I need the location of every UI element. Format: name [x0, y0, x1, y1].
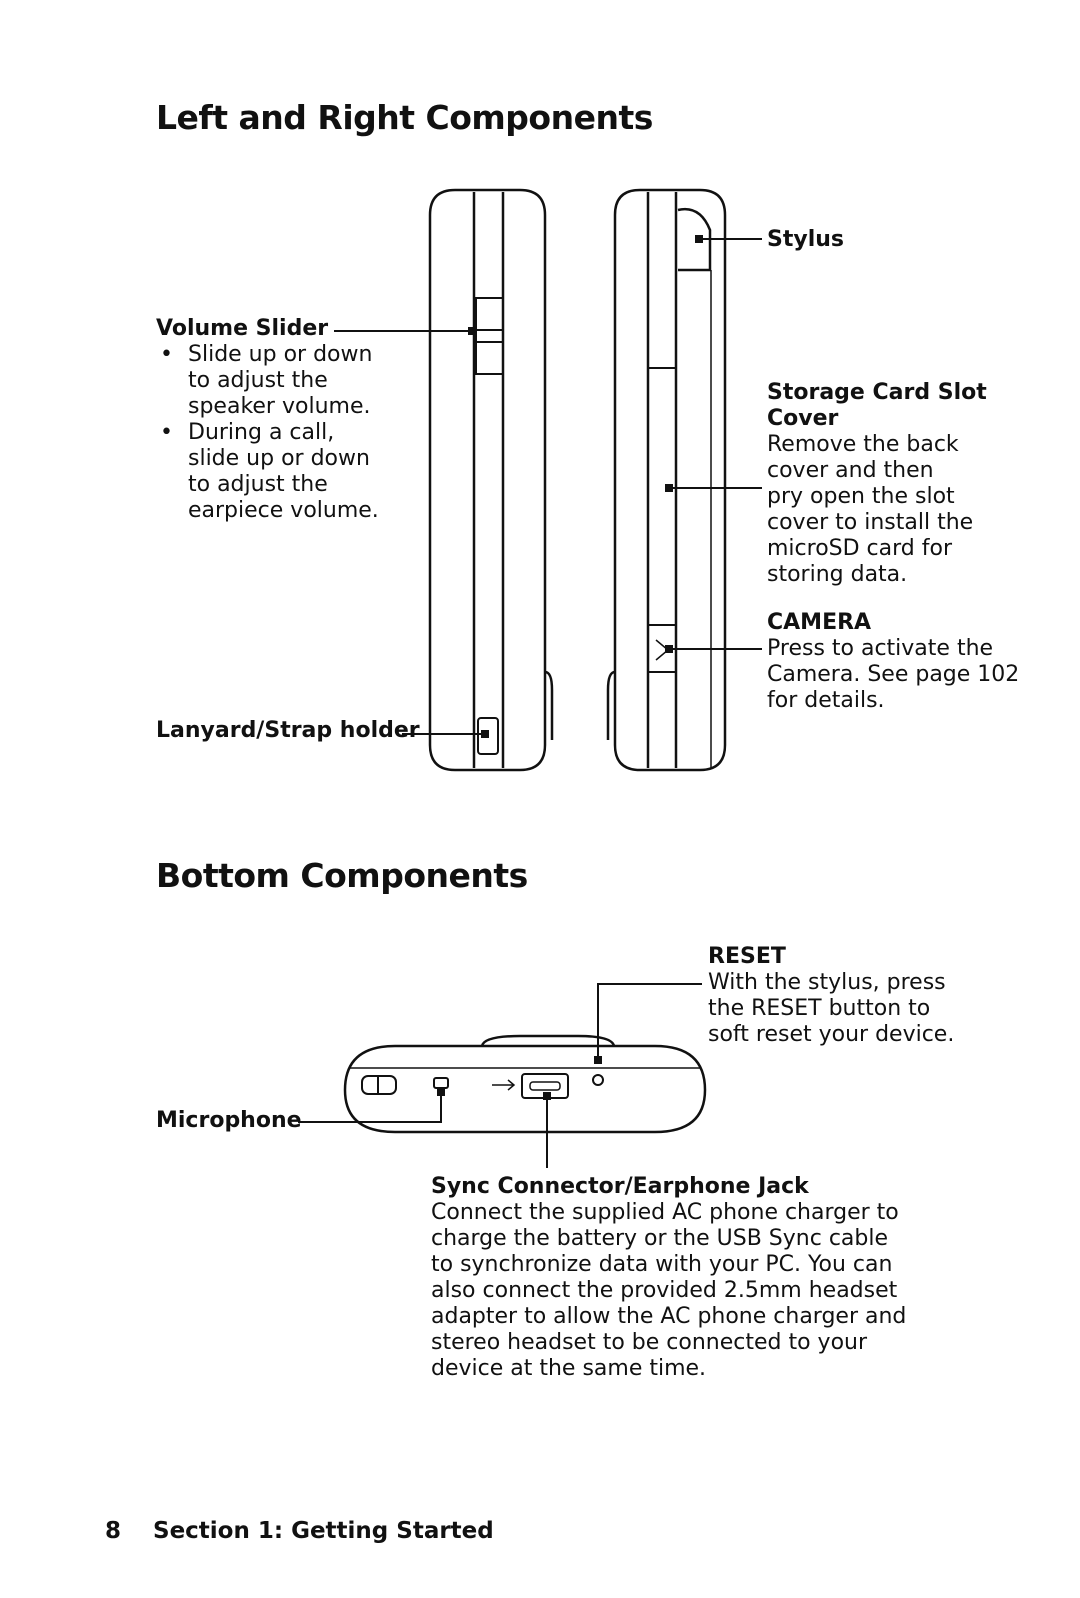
camera-text-line: Press to activate the — [767, 636, 994, 661]
volume-slider-callout: Volume Slider Slide up or down to adjust… — [156, 316, 379, 524]
page-footer: 8 Section 1: Getting Started — [105, 1518, 494, 1544]
volume-slider-bullet-2: During a call, slide up or down to adjus… — [156, 420, 379, 524]
reset-text-line: the RESET button to — [708, 996, 931, 1021]
storage-text-line: storing data. — [767, 562, 908, 587]
storage-card-callout: Storage Card Slot Cover Remove the back … — [767, 380, 987, 588]
microphone-title: Microphone — [156, 1108, 302, 1133]
sync-text-line: to synchronize data with your PC. You ca… — [431, 1252, 893, 1277]
storage-title-line: Cover — [767, 406, 839, 431]
reset-text-line: soft reset your device. — [708, 1022, 955, 1047]
volume-slider-title: Volume Slider — [156, 316, 329, 341]
storage-text-line: cover and then — [767, 458, 934, 483]
storage-text-line: cover to install the — [767, 510, 974, 535]
sync-text-line: also connect the provided 2.5mm headset — [431, 1278, 898, 1303]
bullet-line: earpiece volume. — [188, 498, 379, 523]
sync-text-line: charge the battery or the USB Sync cable — [431, 1226, 889, 1251]
bullet-line: During a call, — [188, 420, 335, 445]
lanyard-callout: Lanyard/Strap holder — [156, 718, 420, 744]
bullet-line: Slide up or down — [188, 342, 373, 367]
sync-connector-callout: Sync Connector/Earphone Jack Connect the… — [431, 1174, 906, 1382]
storage-text-line: microSD card for — [767, 536, 953, 561]
bullet-line: to adjust the — [188, 368, 328, 393]
stylus-callout: Stylus — [767, 227, 844, 253]
storage-title-line: Storage Card Slot — [767, 380, 987, 405]
section-title: Section 1: Getting Started — [153, 1518, 494, 1544]
sync-text-line: device at the same time. — [431, 1356, 707, 1381]
volume-slider-bullet-1: Slide up or down to adjust the speaker v… — [156, 342, 379, 420]
sync-text-line: adapter to allow the AC phone charger an… — [431, 1304, 907, 1329]
sync-text-line: Connect the supplied AC phone charger to — [431, 1200, 899, 1225]
heading-bottom-components: Bottom Components — [156, 856, 528, 895]
sync-title: Sync Connector/Earphone Jack — [431, 1174, 809, 1199]
bottom-view — [343, 1034, 707, 1134]
microphone-callout: Microphone — [156, 1108, 302, 1134]
camera-text-line: Camera. See page 102 — [767, 662, 1020, 687]
page-number: 8 — [105, 1518, 122, 1544]
reset-callout: RESET With the stylus, press the RESET b… — [708, 944, 954, 1048]
bullet-line: slide up or down — [188, 446, 370, 471]
camera-text-line: for details. — [767, 688, 885, 713]
camera-callout: CAMERA Press to activate the Camera. See… — [767, 610, 1019, 714]
lanyard-title: Lanyard/Strap holder — [156, 718, 420, 743]
storage-text-line: pry open the slot — [767, 484, 955, 509]
heading-left-right-components: Left and Right Components — [156, 98, 653, 137]
reset-text-line: With the stylus, press — [708, 970, 946, 995]
reset-title: RESET — [708, 944, 786, 969]
bullet-line: speaker volume. — [188, 394, 371, 419]
left-side-view — [428, 188, 554, 772]
bullet-line: to adjust the — [188, 472, 328, 497]
right-side-view — [606, 188, 727, 772]
microphone-leader — [298, 1092, 442, 1123]
camera-title: CAMERA — [767, 610, 872, 635]
stylus-title: Stylus — [767, 227, 844, 252]
storage-text-line: Remove the back — [767, 432, 959, 457]
reset-leader — [597, 983, 702, 1060]
sync-text-line: stereo headset to be connected to your — [431, 1330, 868, 1355]
